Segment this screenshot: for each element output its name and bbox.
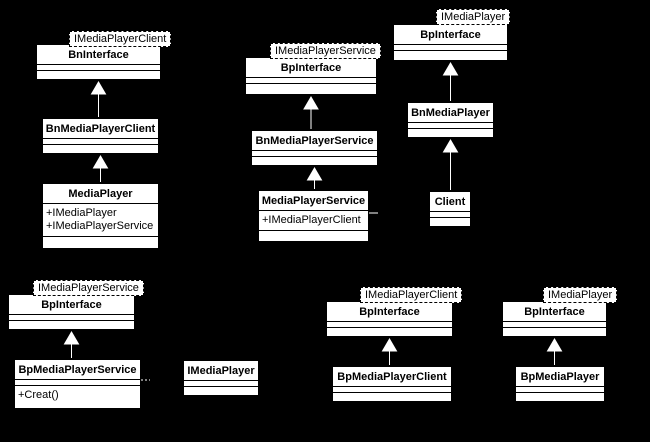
- class-bpinterface-service-bottom[interactable]: BpInterface: [8, 294, 135, 330]
- attributes-compartment: [246, 78, 376, 84]
- operations-compartment: [43, 145, 158, 151]
- attributes-compartment: [333, 387, 451, 393]
- class-name: BpInterface: [394, 25, 507, 45]
- class-name: BpMediaPlayerClient: [333, 367, 451, 387]
- class-name: BpMediaPlayerService: [15, 360, 140, 380]
- operations-compartment: [246, 84, 376, 90]
- generalization-arrowhead: [92, 155, 109, 169]
- attributes-compartment: +IMediaPlayerClient: [259, 211, 368, 231]
- attribute: +IMediaPlayerClient: [262, 214, 361, 226]
- attributes-compartment: [503, 322, 606, 328]
- operations-compartment: [333, 393, 451, 399]
- attributes-compartment: [327, 322, 452, 328]
- template-parameter: IMediaPlayerService: [33, 280, 144, 296]
- class-client[interactable]: Client: [429, 191, 471, 227]
- attribute: +IMediaPlayerService: [46, 220, 154, 232]
- class-name: BpInterface: [246, 58, 376, 78]
- operations-compartment: [9, 321, 134, 327]
- template-parameter: IMediaPlayerClient: [69, 31, 172, 47]
- class-name: BpInterface: [503, 302, 606, 322]
- attributes-compartment: [43, 139, 158, 145]
- class-bnmediaplayerclient[interactable]: BnMediaPlayerClient: [42, 118, 159, 154]
- operations-compartment: [259, 231, 368, 237]
- class-bpinterface-player-top[interactable]: BpInterface: [393, 24, 508, 61]
- operations-compartment: [516, 393, 604, 399]
- attributes-compartment: [9, 315, 134, 321]
- class-name: BnMediaPlayerClient: [43, 119, 158, 139]
- operations-compartment: +Creat(): [15, 386, 140, 405]
- operations-compartment: [184, 387, 258, 393]
- generalization-arrowhead: [442, 139, 459, 153]
- attributes-compartment: [37, 65, 160, 71]
- attributes-compartment: [184, 381, 258, 387]
- class-name: BpInterface: [9, 295, 134, 315]
- operations-compartment: [394, 51, 507, 57]
- class-name: Client: [430, 192, 470, 212]
- class-bpinterface-client-bottom[interactable]: BpInterface: [326, 301, 453, 337]
- class-name: BpInterface: [327, 302, 452, 322]
- operations-compartment: [327, 328, 452, 334]
- attributes-compartment: [252, 151, 377, 157]
- class-imediaplayer[interactable]: IMediaPlayer: [183, 360, 259, 396]
- template-parameter: IMediaPlayerService: [270, 43, 381, 59]
- class-name: BnMediaPlayer: [408, 103, 493, 123]
- operations-compartment: [430, 218, 470, 224]
- operations-compartment: [408, 129, 493, 135]
- template-parameter: IMediaPlayerClient: [360, 287, 463, 303]
- generalization-arrowhead: [90, 81, 107, 95]
- class-name: MediaPlayerService: [259, 191, 368, 211]
- operations-compartment: [252, 157, 377, 163]
- operations-compartment: [37, 71, 160, 77]
- class-name: BnInterface: [37, 45, 160, 65]
- class-name: BpMediaPlayer: [516, 367, 604, 387]
- class-mediaplayer[interactable]: MediaPlayer +IMediaPlayer +IMediaPlayerS…: [42, 183, 159, 249]
- operations-compartment: [503, 328, 606, 334]
- class-bpmediaplayerclient[interactable]: BpMediaPlayerClient: [332, 366, 452, 402]
- generalization-arrowhead: [63, 331, 80, 345]
- generalization-arrowhead: [381, 338, 398, 352]
- attributes-compartment: [430, 212, 470, 218]
- class-name: IMediaPlayer: [184, 361, 258, 381]
- attribute: +IMediaPlayer: [46, 207, 117, 219]
- class-name: MediaPlayer: [43, 184, 158, 204]
- attributes-compartment: [394, 45, 507, 51]
- class-bnmediaplayerservice[interactable]: BnMediaPlayerService: [251, 130, 378, 166]
- class-name: BnMediaPlayerService: [252, 131, 377, 151]
- operations-compartment: [43, 237, 158, 243]
- generalization-arrowhead: [442, 62, 459, 76]
- class-bninterface-client[interactable]: BnInterface: [36, 44, 161, 80]
- operation: +Creat(): [18, 389, 59, 401]
- attributes-compartment: [516, 387, 604, 393]
- attributes-compartment: [15, 380, 140, 386]
- attributes-compartment: [408, 123, 493, 129]
- generalization-arrowhead: [303, 96, 319, 110]
- class-bnmediaplayer[interactable]: BnMediaPlayer: [407, 102, 494, 138]
- class-bpinterface-service-top[interactable]: BpInterface: [245, 57, 377, 95]
- class-mediaplayerservice[interactable]: MediaPlayerService +IMediaPlayerClient: [258, 190, 369, 242]
- class-bpmediaplayer[interactable]: BpMediaPlayer: [515, 366, 605, 402]
- attributes-compartment: +IMediaPlayer +IMediaPlayerService: [43, 204, 158, 237]
- class-bpinterface-player-bottom[interactable]: BpInterface: [502, 301, 607, 337]
- class-bpmediaplayerservice[interactable]: BpMediaPlayerService +Creat(): [14, 359, 141, 409]
- generalization-arrowhead: [546, 338, 563, 352]
- generalization-arrowhead: [306, 167, 323, 181]
- template-parameter: IMediaPlayer: [436, 9, 511, 25]
- template-parameter: IMediaPlayer: [543, 287, 618, 303]
